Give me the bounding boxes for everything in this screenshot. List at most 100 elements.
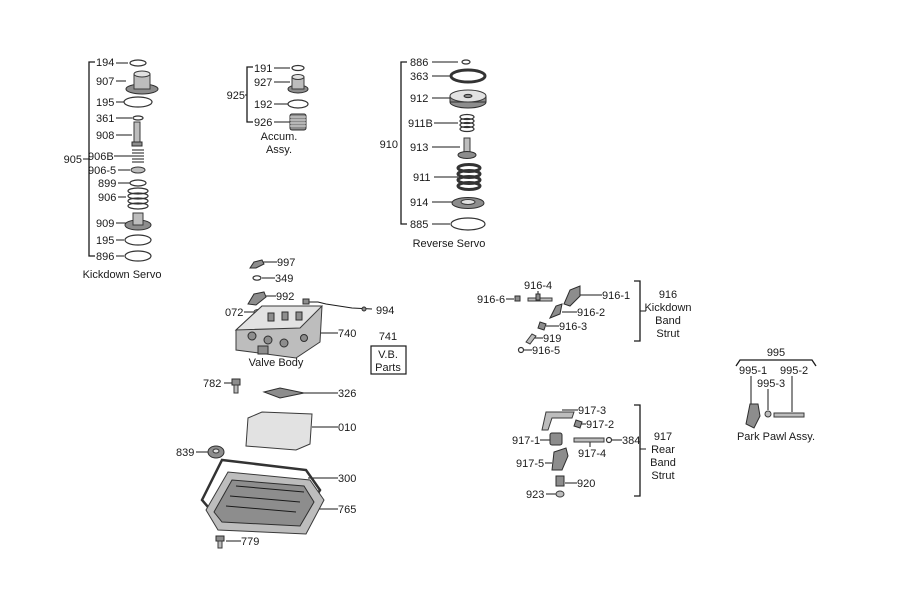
spring-926-shape [289,113,307,131]
part-label-994: 994 [376,305,394,317]
accum-assembly-number: 925 [227,90,245,102]
part-label-192: 192 [254,99,272,111]
part-label-995-3: 995-3 [757,378,785,390]
part-992-shape [247,291,267,306]
vb-parts-line2: Parts [375,362,401,374]
rod-908-shape [131,121,143,147]
filter-010-shape [245,411,313,451]
kickdown-strut-bracket [634,280,641,342]
valve-body-group: 997 349 992 072 994 740 [225,257,407,375]
reverse-servo-caption: Reverse Servo [413,238,486,250]
spring-906-shape [127,187,149,210]
rod-994-shape [302,298,373,312]
kickdown-strut-assembly-number: 916 [659,289,677,301]
reverse-servo-group: 910 886 363 912 911B 913 911 914 885 [380,57,487,250]
part-917-5-shape [551,447,569,471]
part-349-shape [252,275,262,281]
part-label-997: 997 [277,257,295,269]
part-916-1-shape [563,285,581,307]
valve-body-caption: Valve Body [249,357,304,369]
vb-parts-number: 741 [379,331,397,343]
part-label-917-3: 917-3 [578,405,606,417]
rod-913-shape [457,137,477,159]
part-916-5-shape [517,346,525,354]
part-label-907: 907 [96,76,114,88]
part-label-010: 010 [338,422,356,434]
reverse-servo-bracket [400,61,407,225]
part-label-917-2: 917-2 [586,419,614,431]
part-label-917-5: 917-5 [516,458,544,470]
oil-pan-765-shape [205,471,325,535]
part-label-906-5: 906-5 [88,165,116,177]
piston-909-shape [124,212,152,231]
part-label-885: 885 [410,219,428,231]
park-pawl-assembly-number: 995 [767,347,785,359]
accum-bracket [246,66,253,123]
rod-917-4-shape [573,437,605,443]
rear-strut-bracket [634,404,641,497]
part-label-906B: 906B [88,151,114,163]
park-pawl-bracket [735,359,817,367]
piston-912-shape [449,89,487,109]
part-919-shape [525,333,537,345]
part-label-916-5: 916-5 [532,345,560,357]
part-label-361: 361 [96,113,114,125]
snap-ring-194-shape [129,59,147,67]
bolt-779-shape [215,535,225,549]
seal-195-shape [123,96,153,108]
servo-piston-907-shape [125,70,159,95]
piston-927-shape [287,74,309,94]
snap-ring-896-shape [124,250,152,262]
part-label-899: 899 [98,178,116,190]
part-label-992: 992 [276,291,294,303]
part-916-6-shape [514,295,521,302]
seal-839-shape [207,445,225,459]
part-label-916-6: 916-6 [477,294,505,306]
part-label-072: 072 [225,307,243,319]
part-label-995-1: 995-1 [739,365,767,377]
washer-906-5-shape [130,166,146,174]
spring-911-shape [456,163,482,191]
spring-911B-shape [459,113,475,133]
part-917-3-shape [541,411,575,431]
spring-995-3-shape [764,410,772,418]
part-label-912: 912 [410,93,428,105]
snap-ring-899-shape [129,179,147,187]
park-pawl-group: 995 995-1 995-2 995-3 Park Pawl Assy. [735,347,817,443]
o-ring-886-shape [461,59,471,65]
valve-body-740-shape [234,305,324,359]
part-label-363: 363 [410,71,428,83]
part-label-911B: 911B [408,118,433,130]
part-384-shape [605,436,613,444]
part-label-916-2: 916-2 [577,307,605,319]
part-label-911: 911 [413,172,431,184]
rear-strut-caption-line1: Rear [651,444,675,456]
part-label-908: 908 [96,130,114,142]
part-label-191: 191 [254,63,272,75]
rear-band-strut-group: 917 Rear Band Strut 917-3 917-2 917-1 38… [512,404,676,501]
part-label-995-2: 995-2 [780,365,808,377]
vb-parts-line1: V.B. [378,349,398,361]
part-label-839: 839 [176,447,194,459]
seal-363-shape [449,68,487,84]
part-label-917-4: 917-4 [578,448,606,460]
part-997-shape [249,259,265,269]
part-label-779: 779 [241,536,259,548]
kickdown-band-strut-group: 916 Kickdown Band Strut 916-4 916-6 916-… [477,280,692,357]
seal-192-shape [287,99,309,109]
part-label-740: 740 [338,328,356,340]
part-label-909: 909 [96,218,114,230]
part-917-1-shape [549,432,563,446]
kickdown-servo-group: 905 194 907 195 361 908 906B 906-5 899 9… [64,57,162,281]
rear-strut-assembly-number: 917 [654,431,672,443]
part-label-919: 919 [543,333,561,345]
vb-parts-box [370,345,407,375]
spring-906B-shape [132,149,144,163]
pan-area-group: 782 326 010 839 300 765 779 [176,378,356,549]
kickdown-servo-caption: Kickdown Servo [83,269,162,281]
kickdown-strut-caption-line3: Strut [656,328,679,340]
part-label-195: 195 [96,97,114,109]
part-label-926: 926 [254,117,272,129]
part-label-195b: 195 [96,235,114,247]
